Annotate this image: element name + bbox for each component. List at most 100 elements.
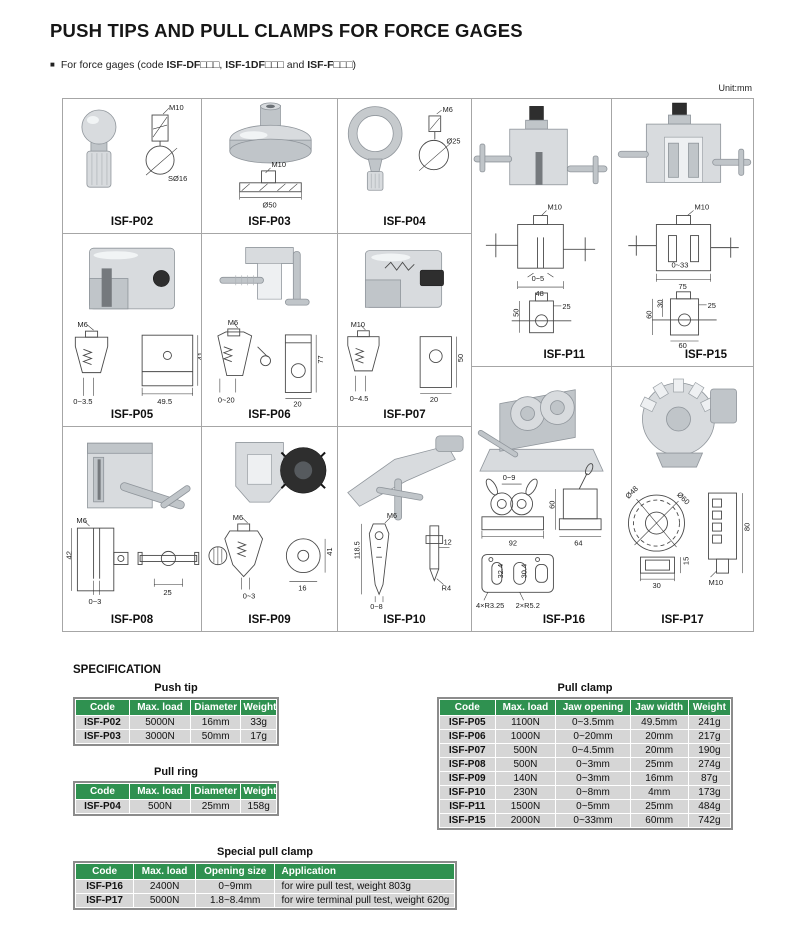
table-cell: ISF-P11 bbox=[440, 800, 495, 813]
table-cell: 1.8~8.4mm bbox=[195, 894, 275, 907]
table-cell: ISF-P10 bbox=[440, 786, 495, 799]
dim-label: Ø48 bbox=[624, 484, 640, 500]
product-code-label: ISF-P08 bbox=[110, 614, 154, 627]
dim-label: M6 bbox=[233, 513, 243, 522]
isf-p11-artwork: M10 0~5 48 50 2 bbox=[473, 106, 608, 334]
product-code-label: ISF-P05 bbox=[110, 409, 154, 422]
table-cell: ISF-P06 bbox=[440, 730, 495, 743]
table-cell: 0~5mm bbox=[556, 800, 630, 813]
dim-label: 118.5 bbox=[353, 541, 362, 559]
grid-line bbox=[611, 99, 612, 631]
dim-label: 0~5 bbox=[532, 274, 545, 283]
dim-label: 2×R5.2 bbox=[516, 601, 540, 610]
table-cell: ISF-P03 bbox=[76, 730, 129, 743]
dim-label: 75 bbox=[678, 282, 686, 291]
dim-label: 0~4.5 bbox=[350, 394, 369, 403]
table-cell: 25mm bbox=[630, 758, 688, 771]
table-cell: 0~8mm bbox=[556, 786, 630, 799]
column-header: Jaw opening bbox=[556, 700, 630, 715]
table-cell: 49.5mm bbox=[630, 716, 688, 729]
table-cell: 0~9mm bbox=[195, 880, 275, 893]
table-cell: 274g bbox=[688, 758, 730, 771]
dim-label: M6 bbox=[228, 318, 238, 327]
dim-label: 48 bbox=[536, 289, 544, 298]
table-cell: 0~33mm bbox=[556, 814, 630, 827]
dim-label: 41 bbox=[196, 352, 201, 360]
product-cell-isf-p08: M6 42 0~3 25 ISF-P08 bbox=[63, 427, 201, 631]
column-header: Max. load bbox=[495, 700, 556, 715]
product-cell-isf-p10: M6 118.5 0~8 12 R4 ISF-P10 bbox=[338, 427, 471, 631]
subtitle-sep1: , bbox=[219, 59, 226, 71]
specification-heading: SPECIFICATION bbox=[73, 664, 161, 676]
dim-label: 0~3 bbox=[89, 597, 102, 606]
table-cell: 500N bbox=[495, 744, 556, 757]
product-cell-isf-p09: M6 0~3 16 41 ISF-P09 bbox=[202, 427, 337, 631]
product-code-label: ISF-P10 bbox=[383, 614, 426, 626]
product-cell-isf-p05: M6 0~3.5 49.5 41 ISF-P05 bbox=[63, 234, 201, 426]
dim-label: 15 bbox=[682, 557, 691, 565]
isf-p04-artwork: M6 Ø25 bbox=[347, 105, 461, 191]
table-cell: 500N bbox=[129, 800, 191, 813]
subtitle-sep2: and bbox=[283, 59, 308, 71]
dim-label: 30 bbox=[655, 300, 664, 308]
dim-label: 20 bbox=[293, 399, 301, 408]
table-cell: for wire pull test, weight 803g bbox=[275, 880, 454, 893]
isf-p07-artwork: M10 0~4.5 20 50 bbox=[347, 250, 465, 404]
dim-label: 64 bbox=[574, 539, 582, 548]
column-header: Code bbox=[76, 700, 129, 715]
product-code-label: ISF-P06 bbox=[248, 409, 291, 421]
column-header: Weight bbox=[688, 700, 730, 715]
column-header: Code bbox=[76, 864, 134, 879]
isf-p08-artwork: M6 42 0~3 25 bbox=[64, 442, 200, 606]
isf-p17-artwork: Ø48 Ø60 30 15 80 M10 bbox=[624, 378, 752, 590]
grid-line bbox=[471, 366, 753, 367]
dim-label: 16 bbox=[298, 583, 306, 592]
table-cell: 500N bbox=[495, 758, 556, 771]
column-header: Max. load bbox=[129, 700, 191, 715]
grid-line bbox=[63, 233, 471, 234]
gage-code-2: ISF-1DF□□□ bbox=[225, 59, 284, 71]
table-cell: 3000N bbox=[129, 730, 191, 743]
dim-label: 60 bbox=[678, 341, 686, 348]
table-cell: 158g bbox=[241, 800, 276, 813]
product-grid: M10 SØ16 ISF-P02 M10 bbox=[62, 98, 754, 632]
dim-label: M6 bbox=[443, 105, 453, 114]
table-caption: Push tip bbox=[154, 682, 198, 694]
isf-p15-artwork: M10 0~33 75 30 bbox=[617, 102, 752, 348]
unit-label: Unit:mm bbox=[718, 83, 753, 93]
dim-label: SØ16 bbox=[168, 174, 187, 183]
product-code-label: ISF-P17 bbox=[661, 614, 704, 627]
table-cell: 87g bbox=[688, 772, 730, 785]
isf-p03-artwork: M10 Ø50 bbox=[229, 102, 312, 210]
dim-label: M10 bbox=[709, 578, 724, 587]
dim-label: 25 bbox=[562, 302, 570, 311]
grid-line bbox=[471, 99, 472, 631]
product-code-label: ISF-P11 bbox=[543, 349, 585, 361]
table-cell: 0~3mm bbox=[556, 758, 630, 771]
dim-label: 60 bbox=[644, 311, 653, 319]
table-cell: 742g bbox=[688, 814, 730, 827]
dim-label: Ø25 bbox=[447, 136, 461, 145]
column-header: Code bbox=[76, 784, 129, 799]
dim-label: 0~33 bbox=[671, 261, 688, 270]
table-caption: Pull clamp bbox=[557, 682, 613, 694]
column-header: Weight bbox=[241, 784, 277, 799]
table-cell: 60mm bbox=[630, 814, 688, 827]
column-header: Max. load bbox=[134, 864, 195, 879]
dim-label: 30.4 bbox=[520, 564, 529, 578]
table-cell: 2400N bbox=[134, 880, 195, 893]
dim-label: 50 bbox=[456, 354, 465, 362]
product-cell-isf-p04: M6 Ø25 ISF-P04 bbox=[338, 99, 471, 233]
dim-label: M10 bbox=[351, 320, 365, 329]
column-header: Jaw width bbox=[630, 700, 688, 715]
table-cell: 16mm bbox=[191, 716, 241, 729]
table-cell: 50mm bbox=[191, 730, 241, 743]
